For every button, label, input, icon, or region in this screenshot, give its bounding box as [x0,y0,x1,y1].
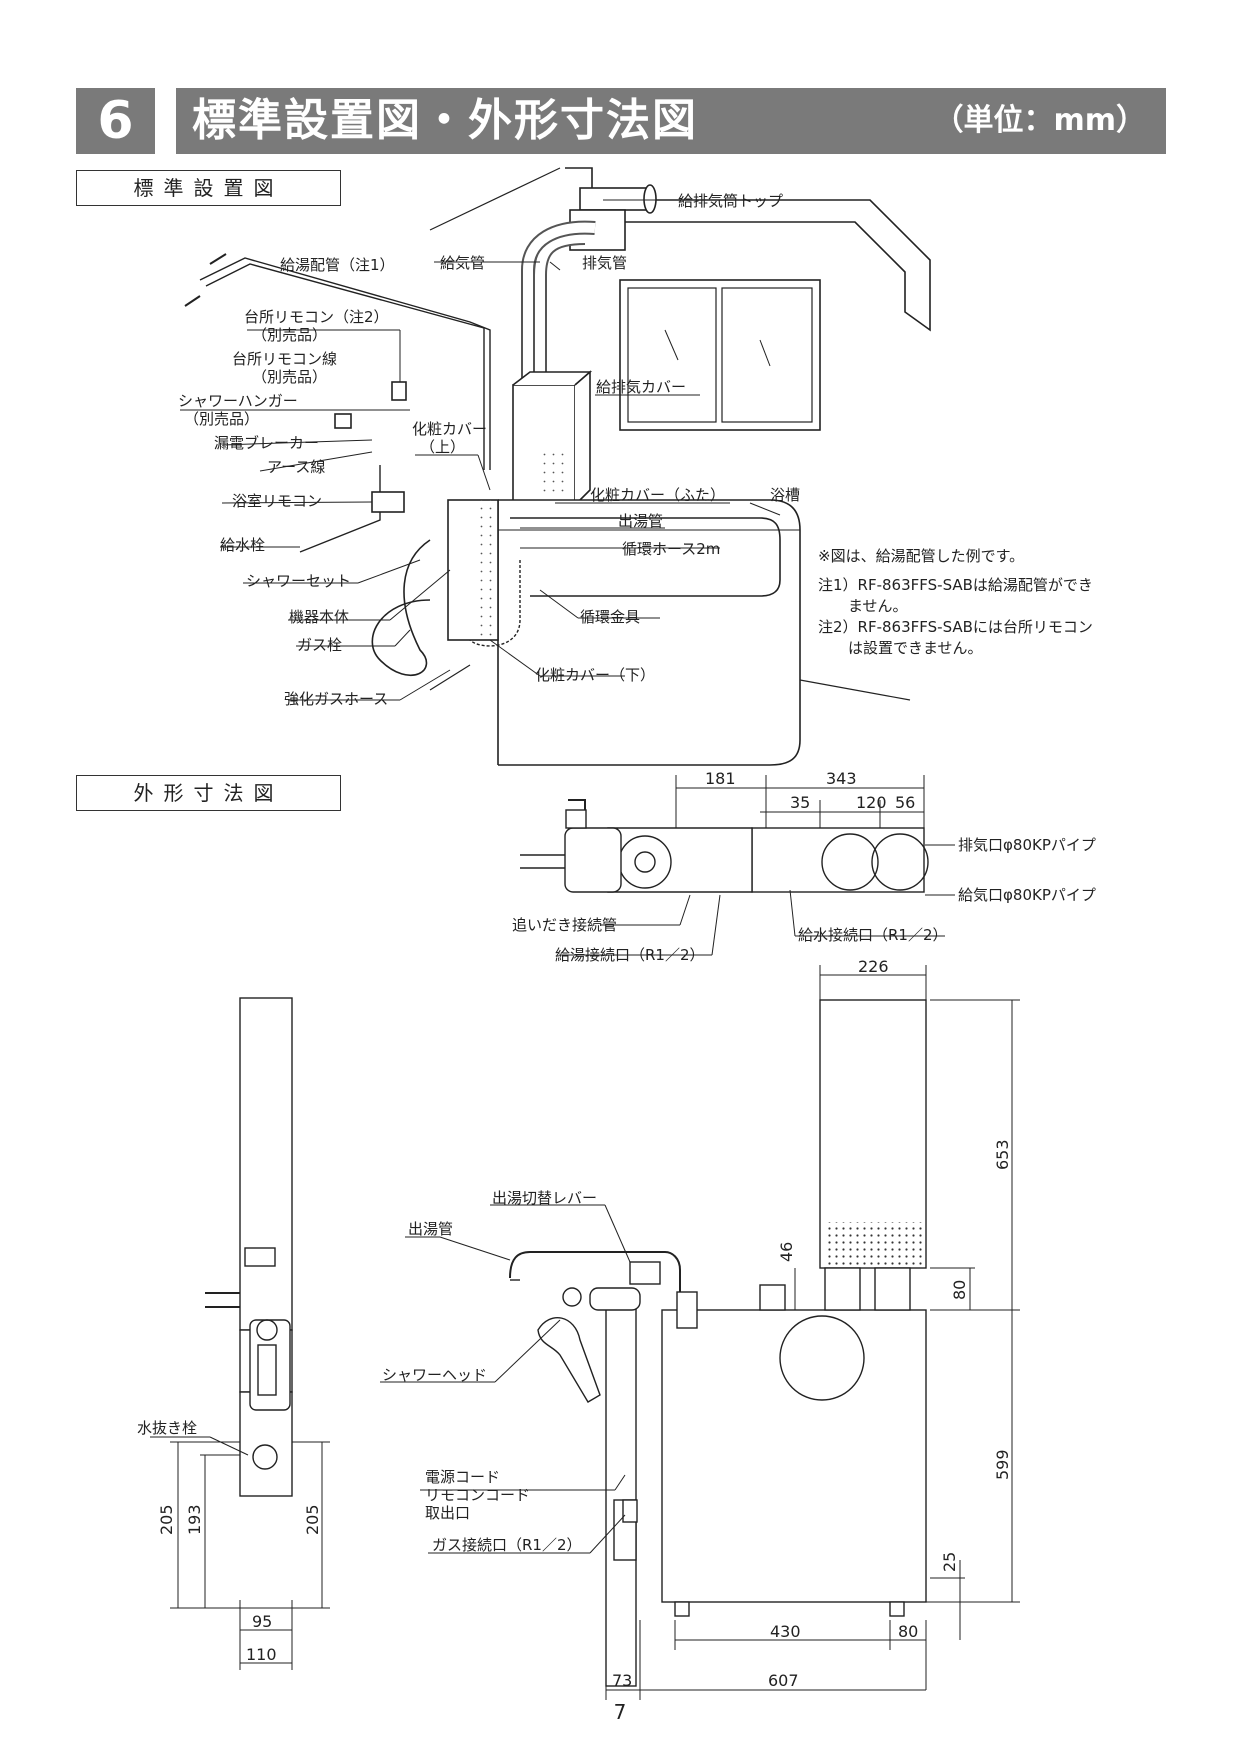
label-kitchen-remote-wire-sub: （別売品） [252,368,327,386]
install-section-label: 標準設置図 [76,170,341,206]
label-exhaust-port: 排気口φ80KPパイプ [958,836,1096,854]
note-line: ません。 [818,597,908,615]
dim-35: 35 [790,793,810,812]
section-title-bar: 標準設置図・外形寸法図 （単位：mm） [176,88,1166,154]
label-cover-upper: 化粧カバー [412,420,487,438]
front-view [380,965,1020,1700]
label-kitchen-remote: 台所リモコン（注2） [244,308,389,326]
label-circ-fitting: 循環金具 [580,608,640,626]
label-gas-hose: 強化ガスホース [284,690,388,708]
label-shower-set: シャワーセット [246,572,351,590]
label-bath-remote: 浴室リモコン [232,492,322,510]
label-intake-pipe: 給気管 [440,254,485,272]
label-switch-lever: 出湯切替レバー [492,1189,597,1207]
label-cord-outlet: 取出口 [425,1504,470,1522]
label-shower-hanger: シャワーハンガー [178,392,298,410]
top-view-labels: 181 343 35 120 56 排気口φ80KPパイプ 給気口φ80KPパイ… [512,769,1096,964]
label-vent-cover: 給排気カバー [596,378,686,396]
label-water-tap: 給水栓 [220,536,265,554]
label-vent-top: 給排気筒トップ [678,192,783,210]
side-view-labels: 水抜き栓 205 193 205 95 110 [137,1419,322,1664]
note-line: 注1）RF-863FFS-SABは給湯配管ができ [818,576,1093,594]
label-intake-port: 給気口φ80KPパイプ [958,886,1096,904]
label-hot-water-piping: 給湯配管（注1） [280,256,395,274]
label-shower-hanger-sub: （別売品） [184,410,259,428]
label-kitchen-remote-sub: （別売品） [252,326,327,344]
install-diagram [180,167,931,766]
dim-120: 120 [856,793,887,812]
label-cover-upper-sub: （上） [420,438,465,456]
note-line: ※図は、給湯配管した例です。 [818,547,1025,565]
dim-56: 56 [895,793,915,812]
label-outlet-pipe: 出湯管 [618,512,663,530]
dim-193: 193 [185,1504,204,1535]
note-line: 注2）RF-863FFS-SABには台所リモコン [818,618,1093,636]
label-bathtub: 浴槽 [770,486,800,504]
label-water-conn: 給水接続口（R1／2） [798,926,948,944]
label-remote-cord: リモコンコード [425,1486,530,1504]
label-breaker: 漏電ブレーカー [214,434,319,452]
label-gas-tap: ガス栓 [297,636,342,654]
top-view [520,775,955,956]
section-number: 6 [76,88,155,154]
unit-label: （単位：mm） [933,103,1146,138]
dim-226: 226 [858,957,889,976]
label-exhaust-pipe: 排気管 [582,254,627,272]
dim-73: 73 [612,1671,632,1690]
label-kitchen-remote-wire: 台所リモコン線 [232,350,337,368]
dim-25: 25 [940,1552,959,1572]
section-title: 標準設置図・外形寸法図 [192,95,698,146]
dim-599: 599 [993,1449,1012,1480]
dim-110: 110 [246,1645,277,1664]
label-cover-lid: 化粧カバー（ふた） [590,486,725,504]
dim-205-right: 205 [303,1504,322,1535]
page-number: 7 [613,1700,627,1724]
dim-205-left: 205 [157,1504,176,1535]
dim-46: 46 [777,1242,796,1262]
label-unit-body: 機器本体 [289,608,349,626]
side-view [150,997,330,1670]
dim-607: 607 [768,1671,799,1690]
dim-181: 181 [705,769,736,788]
label-gas-conn: ガス接続口（R1／2） [432,1536,582,1554]
label-hot-conn: 給湯接続口（R1／2） [555,946,705,964]
dim-95: 95 [252,1612,272,1631]
label-cover-lower: 化粧カバー（下） [535,666,655,684]
label-front-outlet-pipe: 出湯管 [408,1220,453,1238]
install-notes: ※図は、給湯配管した例です。 注1）RF-863FFS-SABは給湯配管ができ … [818,546,1093,659]
label-drain-tap: 水抜き栓 [137,1419,197,1437]
label-shower-head: シャワーヘッド [382,1366,487,1384]
dim-343: 343 [826,769,857,788]
install-labels: 給排気筒トップ 給気管 排気管 給湯配管（注1） 台所リモコン（注2） （別売品… [178,192,800,708]
label-power-cord: 電源コード [425,1468,500,1486]
note-line: は設置できません。 [818,639,983,657]
dim-80-right: 80 [950,1280,969,1300]
label-earth-wire: アース線 [267,458,325,476]
dim-653: 653 [993,1139,1012,1170]
label-reheat-conn: 追いだき接続管 [512,916,617,934]
front-view-labels: 出湯切替レバー 出湯管 シャワーヘッド 電源コード リモコンコード 取出口 ガス… [382,957,1012,1690]
dimension-section-label: 外形寸法図 [76,775,341,811]
dim-430: 430 [770,1622,801,1641]
label-circ-hose: 循環ホース2m [622,540,720,558]
dim-80-bottom: 80 [898,1622,918,1641]
